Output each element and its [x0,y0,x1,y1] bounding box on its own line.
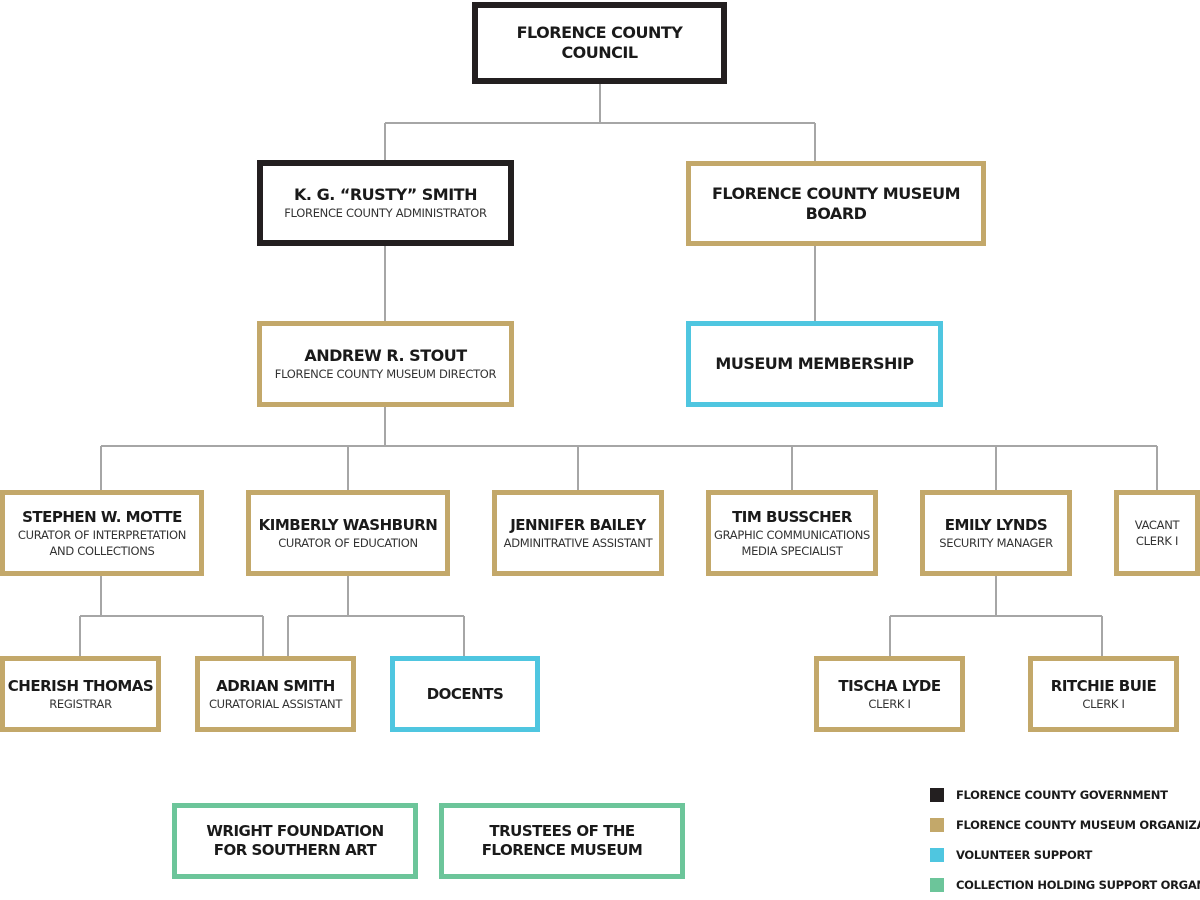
node-florence-county-council: FLORENCE COUNTY COUNCIL [472,2,727,84]
node-rusty-smith: K. G. “RUSTY” SMITH FLORENCE COUNTY ADMI… [257,160,514,246]
node-kimberly-washburn: KIMBERLY WASHBURN CURATOR OF EDUCATION [246,490,450,576]
legend-swatch [930,818,944,832]
node-cherish-thomas: CHERISH THOMAS REGISTRAR [0,656,161,732]
node-name: ADRIAN SMITH [216,676,335,695]
node-title: CLERK I [868,696,911,711]
node-name: RITCHIE BUIE [1050,676,1157,695]
node-title: REGISTRAR [49,696,112,711]
node-andrew-stout: ANDREW R. STOUT FLORENCE COUNTY MUSEUM D… [257,321,514,407]
legend-label: COLLECTION HOLDING SUPPORT ORGANIZATION [956,878,1200,892]
node-tischa-lyde: TISCHA LYDE CLERK I [814,656,965,732]
node-name: TISCHA LYDE [838,676,941,695]
node-name: KIMBERLY WASHBURN [258,515,438,534]
legend-item-volunteer-support: VOLUNTEER SUPPORT [930,840,1200,870]
node-name: FLORENCE COUNTY COUNCIL [516,23,683,62]
node-name: WRIGHT FOUNDATION FOR SOUTHERN ART [206,822,384,859]
node-tim-busscher: TIM BUSSCHER GRAPHIC COMMUNICATIONS MEDI… [706,490,878,576]
node-title: SECURITY MANAGER [939,535,1053,550]
node-name: TRUSTEES OF THE FLORENCE MUSEUM [481,822,643,859]
node-title: CURATOR OF INTERPRETATION AND COLLECTION… [17,527,187,558]
node-museum-board: FLORENCE COUNTY MUSEUM BOARD [686,161,986,246]
node-stephen-motte: STEPHEN W. MOTTE CURATOR OF INTERPRETATI… [0,490,204,576]
legend-swatch [930,788,944,802]
node-name: DOCENTS [426,684,504,703]
node-ritchie-buie: RITCHIE BUIE CLERK I [1028,656,1179,732]
node-name: JENNIFER BAILEY [510,515,646,534]
legend-label: VOLUNTEER SUPPORT [956,848,1093,862]
node-docents: DOCENTS [390,656,540,732]
node-title: FLORENCE COUNTY MUSEUM DIRECTOR [274,367,497,381]
legend-label: FLORENCE COUNTY MUSEUM ORGANIZATION [956,818,1200,832]
node-museum-membership: MUSEUM MEMBERSHIP [686,321,943,407]
node-name: FLORENCE COUNTY MUSEUM BOARD [711,183,961,223]
node-title: FLORENCE COUNTY ADMINISTRATOR [284,206,487,220]
node-title: GRAPHIC COMMUNICATIONS MEDIA SPECIALIST [713,527,871,558]
node-name: ANDREW R. STOUT [304,346,467,365]
legend-item-museum-organization: FLORENCE COUNTY MUSEUM ORGANIZATION [930,810,1200,840]
legend-swatch [930,848,944,862]
node-name: EMILY LYNDS [944,515,1048,534]
node-name: K. G. “RUSTY” SMITH [294,185,477,204]
legend: FLORENCE COUNTY GOVERNMENT FLORENCE COUN… [930,780,1200,900]
node-vacant-clerk: VACANT CLERK I [1114,490,1200,576]
node-wright-foundation: WRIGHT FOUNDATION FOR SOUTHERN ART [172,803,418,879]
node-title: CURATORIAL ASSISTANT [208,696,343,711]
node-title: VACANT CLERK I [1134,518,1180,548]
legend-item-collection-holding: COLLECTION HOLDING SUPPORT ORGANIZATION [930,870,1200,900]
node-name: MUSEUM MEMBERSHIP [715,354,914,373]
node-name: CHERISH THOMAS [7,676,154,695]
legend-swatch [930,878,944,892]
node-title: ADMINITRATIVE ASSISTANT [503,535,653,550]
node-jennifer-bailey: JENNIFER BAILEY ADMINITRATIVE ASSISTANT [492,490,664,576]
node-emily-lynds: EMILY LYNDS SECURITY MANAGER [920,490,1072,576]
node-adrian-smith: ADRIAN SMITH CURATORIAL ASSISTANT [195,656,356,732]
node-title: CLERK I [1082,696,1125,711]
node-title: CURATOR OF EDUCATION [278,535,418,550]
node-trustees-florence-museum: TRUSTEES OF THE FLORENCE MUSEUM [439,803,685,879]
legend-label: FLORENCE COUNTY GOVERNMENT [956,788,1168,802]
legend-item-government: FLORENCE COUNTY GOVERNMENT [930,780,1200,810]
node-name: STEPHEN W. MOTTE [22,507,182,526]
node-name: TIM BUSSCHER [732,507,852,526]
